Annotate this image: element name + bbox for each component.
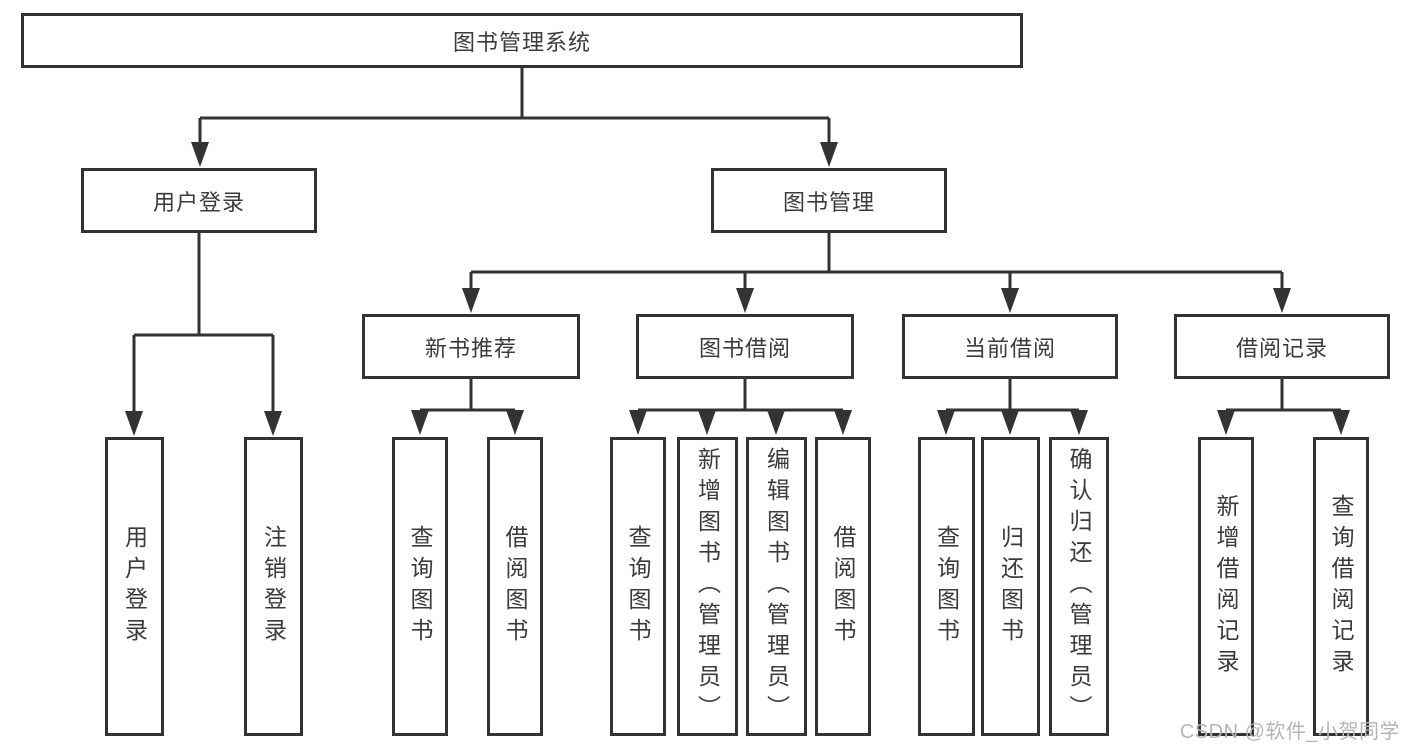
node-label: 编辑图书（管理员）	[763, 447, 790, 726]
watermark: CSDN @软件_小贺同学	[1179, 721, 1400, 743]
leaf-bb-add-book-admin: 新增图书（管理员）	[677, 437, 738, 736]
node-label: 借阅图书	[830, 524, 856, 649]
arrow-down-icon	[1001, 288, 1019, 313]
node-label: 新增借阅记录	[1213, 493, 1239, 680]
node-user-login: 用户登录	[81, 168, 317, 233]
node-borrowing-records: 借阅记录	[1174, 314, 1390, 379]
node-label: 新增图书（管理员）	[694, 447, 721, 726]
node-label: 查询借阅记录	[1328, 493, 1354, 680]
leaf-br-add-borrow-record: 新增借阅记录	[1198, 437, 1254, 736]
arrow-down-icon	[1217, 410, 1235, 435]
leaf-user-login: 用户登录	[105, 437, 164, 736]
node-new-book-recommendation: 新书推荐	[362, 314, 580, 379]
leaf-cb-confirm-return-admin: 确认归还（管理员）	[1049, 437, 1109, 736]
arrow-down-icon	[1001, 410, 1019, 435]
leaf-bb-query-books: 查询图书	[610, 437, 666, 736]
arrow-down-icon	[629, 410, 647, 435]
node-book-management: 图书管理	[711, 168, 947, 233]
node-label: 图书管理系统	[452, 29, 591, 55]
node-label: 归还图书	[997, 524, 1024, 649]
leaf-br-query-borrow-record: 查询借阅记录	[1313, 437, 1369, 736]
leaf-bb-edit-book-admin: 编辑图书（管理员）	[746, 437, 807, 736]
arrow-down-icon	[191, 142, 209, 167]
node-current-borrowing: 当前借阅	[902, 314, 1118, 379]
arrow-down-icon	[698, 410, 716, 435]
leaf-cb-query-books: 查询图书	[918, 437, 975, 736]
leaf-nbr-borrow-books: 借阅图书	[487, 437, 543, 736]
node-label: 查询图书	[625, 524, 651, 649]
arrow-down-icon	[820, 142, 838, 167]
node-root: 图书管理系统	[21, 13, 1023, 68]
arrow-down-icon	[411, 410, 429, 435]
node-label: 用户登录	[121, 524, 148, 649]
node-label: 借阅图书	[502, 524, 528, 649]
node-label: 借阅记录	[1235, 335, 1328, 361]
arrow-down-icon	[937, 410, 955, 435]
node-label: 当前借阅	[963, 335, 1056, 361]
leaf-bb-borrow-books: 借阅图书	[815, 437, 871, 736]
arrow-down-icon	[125, 411, 143, 436]
arrow-down-icon	[1332, 410, 1350, 435]
arrow-down-icon	[1273, 288, 1291, 313]
node-label: 图书管理	[782, 189, 875, 215]
arrow-down-icon	[736, 288, 754, 313]
arrow-down-icon	[1070, 410, 1088, 435]
node-label: 注销登录	[260, 524, 287, 649]
node-label: 图书借阅	[698, 335, 791, 361]
node-label: 查询图书	[407, 524, 433, 649]
arrow-down-icon	[834, 410, 852, 435]
node-label: 用户登录	[152, 189, 245, 215]
arrow-down-icon	[767, 410, 785, 435]
leaf-logout: 注销登录	[244, 437, 303, 736]
arrow-down-icon	[264, 411, 282, 436]
node-label: 新书推荐	[424, 335, 517, 361]
leaf-nbr-query-books: 查询图书	[392, 437, 448, 736]
arrow-down-icon	[506, 410, 524, 435]
node-label: 确认归还（管理员）	[1066, 447, 1092, 726]
arrow-down-icon	[462, 288, 480, 313]
node-label: 查询图书	[933, 524, 960, 649]
leaf-cb-return-books: 归还图书	[981, 437, 1040, 736]
node-book-borrowing: 图书借阅	[636, 314, 854, 379]
